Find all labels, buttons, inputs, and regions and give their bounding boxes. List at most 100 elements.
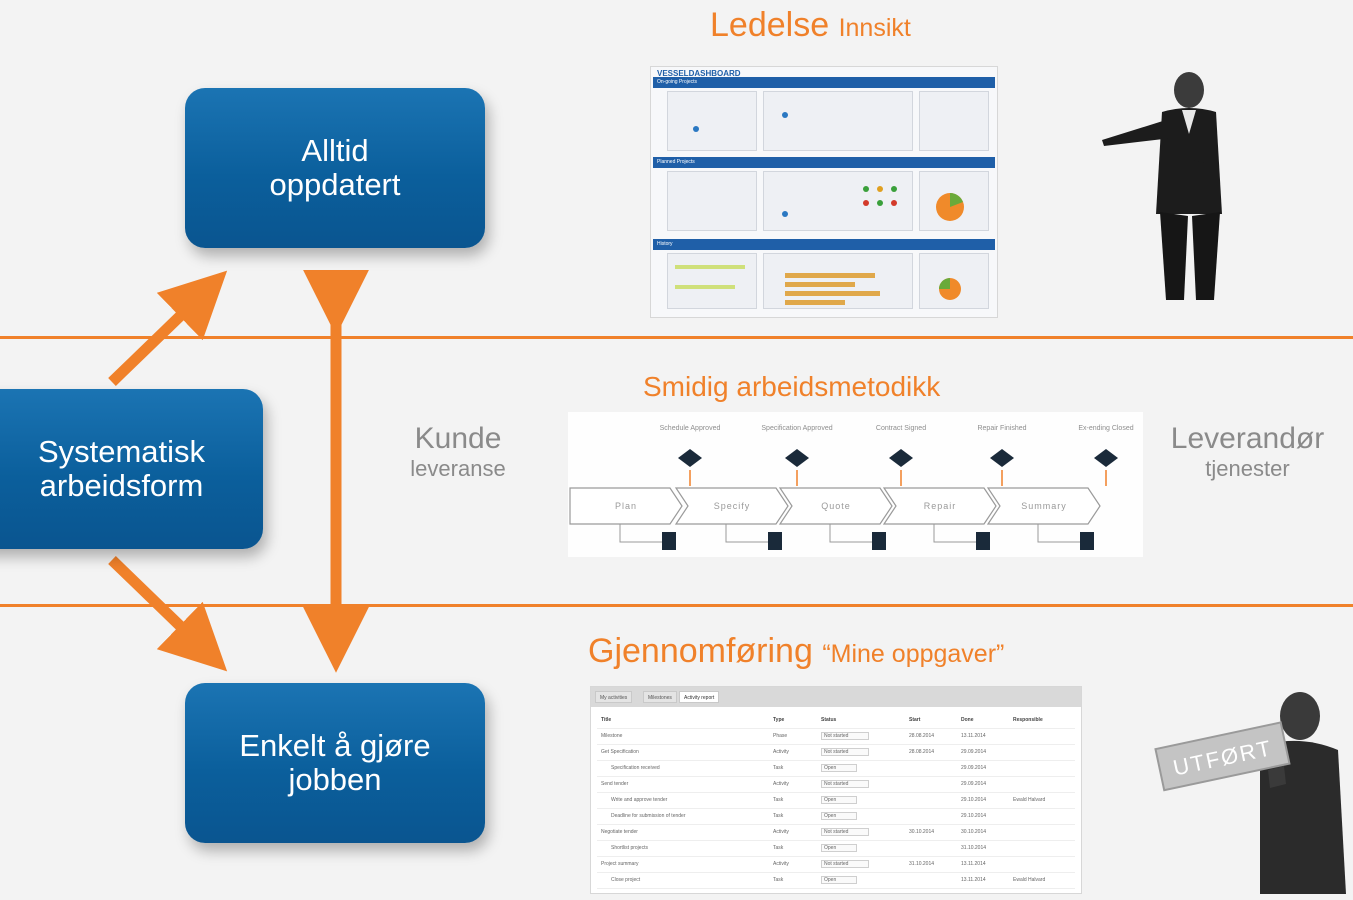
dashboard-status-dot <box>863 186 869 192</box>
businessman-figure <box>1102 72 1222 300</box>
milestone-label: Ex-ending Closed <box>1078 425 1133 432</box>
table-cell: 29.10.2014 <box>961 813 987 819</box>
table-cell: Not started <box>821 828 870 836</box>
phase-chevron <box>778 487 893 525</box>
execution-title-sub: “Mine oppgaver” <box>822 640 1005 668</box>
table-cell: Not started <box>821 732 870 740</box>
col-title: Title <box>601 717 612 723</box>
milestone-diamond-icon <box>1094 449 1118 467</box>
deliverable-document-icon <box>976 532 990 550</box>
col-type: Type <box>773 717 785 723</box>
table-cell: Specification received <box>611 765 660 771</box>
table-cell: Task <box>773 845 784 851</box>
box-enkelt-a-gjore-jobben: Enkelt å gjøre jobben <box>185 683 485 843</box>
dashboard-card <box>667 91 757 151</box>
band-bottom-line <box>0 604 1353 607</box>
milestone-label: Schedule Approved <box>660 425 721 432</box>
dashboard-status-dot <box>877 186 883 192</box>
table-cell: Activity <box>773 861 789 867</box>
dashboard-bar <box>785 273 875 278</box>
dashboard-section-ongoing: On-going Projects <box>653 77 995 88</box>
table-cell: Ewald Halvard <box>1013 877 1046 883</box>
dashboard-bar <box>785 300 845 305</box>
person-arm <box>1102 120 1172 146</box>
table-cell: Milestone <box>601 733 623 739</box>
table-cell: Activity <box>773 781 789 787</box>
dashboard-bar <box>675 285 735 289</box>
arrow-up-right <box>108 270 228 386</box>
supplier-main: Leverandør <box>1170 422 1325 455</box>
table-cell: Not started <box>821 748 870 756</box>
table-cell: 29.10.2014 <box>961 797 987 803</box>
box-systematisk-arbeidsform: Systematisk arbeidsform <box>0 389 263 549</box>
deliverable-link <box>933 524 976 543</box>
table-cell: Task <box>773 877 784 883</box>
dashboard-bar <box>785 282 855 287</box>
tab-milestones[interactable]: Milestones <box>643 691 677 703</box>
tab-activity-report[interactable]: Activity report <box>679 691 720 703</box>
supplier-sub: tjenester <box>1205 456 1290 481</box>
worker-figure: UTFØRT <box>1154 692 1346 894</box>
customer-sub: leveranse <box>410 456 506 481</box>
table-cell: Ewald Halvard <box>1013 797 1046 803</box>
execution-title: Gjennomføring “Mine oppgaver” <box>588 632 1004 671</box>
dashboard-pie-slice <box>950 193 963 207</box>
worker-head <box>1280 692 1320 740</box>
table-cell: Send tender <box>601 781 629 787</box>
table-cell: 30.10.2014 <box>909 829 935 835</box>
table-cell: 28.08.2014 <box>909 749 935 755</box>
deliverable-document-icon <box>768 532 782 550</box>
table-cell: Shortlist projects <box>611 845 648 851</box>
tab-my-activities[interactable]: My activities <box>595 691 633 703</box>
table-cell: Open <box>821 796 858 804</box>
dashboard-marker <box>782 112 788 118</box>
table-cell: 31.10.2014 <box>909 861 935 867</box>
table-cell: 13.11.2014 <box>961 861 986 867</box>
phase-label: Repair <box>924 501 957 511</box>
dashboard-graphics <box>675 112 964 305</box>
execution-title-main: Gjennomføring <box>588 632 813 670</box>
phase-chevron <box>674 487 789 525</box>
customer-label: Kunde leveranse <box>398 422 518 482</box>
table-cell: Get Specification <box>601 749 639 755</box>
table-cell: Task <box>773 797 784 803</box>
deliverable-document-icon <box>662 532 676 550</box>
table-cell: Activity <box>773 829 789 835</box>
person-shirt <box>1182 110 1196 134</box>
phase-chevron <box>986 487 1101 525</box>
dashboard-card <box>763 253 913 309</box>
dashboard-marker <box>693 126 699 132</box>
phase-label: Summary <box>1021 501 1067 511</box>
milestone-label: Specification Approved <box>761 425 832 432</box>
phase-chevron <box>882 487 997 525</box>
table-cell: Close project <box>611 877 641 883</box>
milestone-diamond-icon <box>990 449 1014 467</box>
supplier-label: Leverandør tjenester <box>1150 422 1345 482</box>
table-header: Title Type Status Start Done Responsible <box>597 713 1075 729</box>
phase-chevron <box>569 487 683 525</box>
tasks-screenshot: My activities Milestones Activity report… <box>590 686 1082 894</box>
deliverable-link <box>1037 524 1080 543</box>
worker-hand <box>1268 766 1286 788</box>
phase-label: Quote <box>821 501 851 511</box>
dashboard-card <box>667 253 757 309</box>
col-responsible: Responsible <box>1013 717 1043 723</box>
table-cell: Task <box>773 813 784 819</box>
phase-label: Specify <box>714 501 751 511</box>
person-head <box>1174 72 1204 108</box>
table-cell: Open <box>821 764 858 772</box>
deliverable-link <box>619 524 662 543</box>
agile-title: Smidig arbeidsmetodikk <box>643 371 941 402</box>
milestone-label: Repair Finished <box>977 425 1026 432</box>
